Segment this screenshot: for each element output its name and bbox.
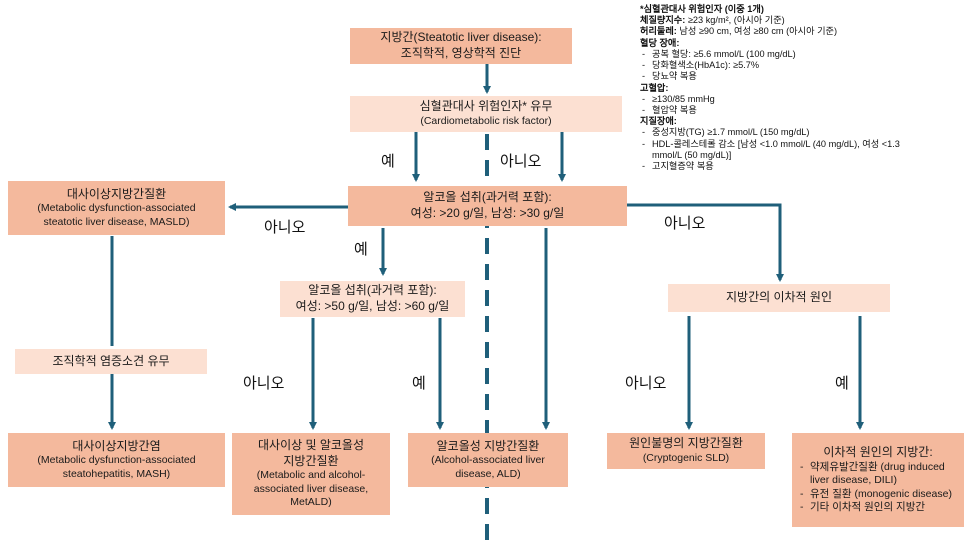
label-yes-alc1: 예 <box>354 240 368 258</box>
box-histologic-inflammation: 조직학적 염증소견 유무 <box>15 349 207 374</box>
box-text: steatotic liver disease, MASLD) <box>43 215 190 228</box>
box-masld: 대사이상지방간질환 (Metabolic dysfunction-associa… <box>8 181 225 235</box>
box-steatotic-liver-disease: 지방간(Steatotic liver disease): 조직학적, 영상학적… <box>350 28 572 64</box>
label-yes-cmrf: 예 <box>381 152 395 170</box>
box-text: disease, ALD) <box>455 467 521 480</box>
label-no-alc2: 아니오 <box>243 374 285 392</box>
box-text: 알코올 섭취(과거력 포함): <box>308 283 437 298</box>
box-text: (Cardiometabolic risk factor) <box>420 114 552 127</box>
box-mash: 대사이상지방간염 (Metabolic dysfunction-associat… <box>8 433 225 487</box>
criteria-waist-label: 허리둘레: <box>640 26 677 37</box>
box-text: 대사이상지방간질환 <box>66 186 167 201</box>
criteria-bp-item: ≥130/85 mmHg <box>640 94 975 105</box>
box-text: steatohepatitis, MASH) <box>62 467 171 480</box>
box-text: 대사이상 및 알코올성 <box>257 437 365 452</box>
criteria-lipid-item: HDL-콜레스테롤 감소 [남성 <1.0 mmol/L (40 mg/dL),… <box>640 139 975 150</box>
label-no-cmrf: 아니오 <box>500 152 542 170</box>
criteria-lipid-item-cont: mmol/L (50 mg/dL)] <box>652 149 732 160</box>
box-secondary-sld: 이차적 원인의 지방간: 약제유발간질환 (drug induced liver… <box>792 433 964 527</box>
box-metald: 대사이상 및 알코올성 지방간질환 (Metabolic and alcohol… <box>232 433 390 515</box>
criteria-bmi: 체질량지수: ≥23 kg/m², (아시아 기준) <box>640 15 975 26</box>
box-title: 이차적 원인의 지방간: <box>823 444 933 459</box>
box-text: (Alcohol-associated liver <box>431 454 545 467</box>
criteria-title: *심혈관대사 위험인자 (이중 1개) <box>640 4 764 14</box>
criteria-bp-label: 고혈압: <box>640 82 669 93</box>
label-yes-alc2: 예 <box>412 374 426 392</box>
box-text: (Cryptogenic SLD) <box>642 451 730 464</box>
box-text: 여성: >20 g/일, 남성: >30 g/일 <box>410 206 565 220</box>
box-text: 알코올 섭취(과거력 포함): <box>423 190 552 205</box>
list-item: 유전 질환 (monogenic disease) <box>798 488 958 502</box>
box-text: associated liver disease, <box>253 482 369 495</box>
box-text: 대사이상지방간염 <box>72 438 161 453</box>
box-cardiometabolic-risk: 심혈관대사 위험인자* 유무 (Cardiometabolic risk fac… <box>350 96 622 132</box>
criteria-bp-item: 혈압약 복용 <box>640 105 975 116</box>
risk-factor-criteria: *심혈관대사 위험인자 (이중 1개) 체질량지수: ≥23 kg/m², (아… <box>640 4 975 173</box>
list-item: 기타 이차적 원인의 지방간 <box>798 501 958 515</box>
box-text: 조직학적 염증소견 유무 <box>52 353 170 368</box>
label-no-masld: 아니오 <box>264 218 306 236</box>
criteria-glucose-item: 당화혈색소(HbA1c): ≥5.7% <box>640 60 975 71</box>
box-text: 원인불명의 지방간질환 <box>629 436 743 451</box>
criteria-lipid-item: 중성지방(TG) ≥1.7 mmol/L (150 mg/dL) <box>640 127 975 138</box>
list-item: 약제유발간질환 (drug induced liver disease, DIL… <box>798 461 958 488</box>
label-yes-secondary: 예 <box>835 374 849 392</box>
box-text: (Metabolic dysfunction-associated <box>37 202 196 215</box>
criteria-bmi-label: 체질량지수: <box>640 15 686 26</box>
box-text: 지방간질환 <box>283 453 339 468</box>
arrow-alc1-secondary <box>627 203 784 282</box>
criteria-glucose-item: 당뇨약 복용 <box>640 71 975 82</box>
criteria-lipid-item: 고지혈증약 복용 <box>640 161 975 172</box>
box-text: 여성: >50 g/일, 남성: >60 g/일 <box>295 299 450 313</box>
box-text: (Metabolic and alcohol- <box>256 469 366 482</box>
label-no-crypto: 아니오 <box>625 374 667 392</box>
box-text: MetALD) <box>290 496 332 509</box>
criteria-glucose-label: 혈당 장애: <box>640 37 680 48</box>
criteria-glucose-item: 공복 혈당: ≥5.6 mmol/L (100 mg/dL) <box>640 49 975 60</box>
box-text: (Metabolic dysfunction-associated <box>37 454 196 467</box>
label-no-secondary: 아니오 <box>664 214 706 232</box>
box-alcohol-intake-2: 알코올 섭취(과거력 포함): 여성: >50 g/일, 남성: >60 g/일 <box>280 281 465 317</box>
box-ald: 알코올성 지방간질환 (Alcohol-associated liver dis… <box>408 433 568 487</box>
box-cryptogenic-sld: 원인불명의 지방간질환 (Cryptogenic SLD) <box>607 433 765 469</box>
criteria-lipid-label: 지질장애: <box>640 116 677 127</box>
criteria-waist: 허리둘레: 남성 ≥90 cm, 여성 ≥80 cm (아시아 기준) <box>640 26 975 37</box>
box-text: 지방간의 이차적 원인 <box>725 290 833 305</box>
box-text: 조직학적, 영상학적 진단 <box>400 46 522 60</box>
box-alcohol-intake-1: 알코올 섭취(과거력 포함): 여성: >20 g/일, 남성: >30 g/일 <box>348 186 627 226</box>
box-text: 지방간(Steatotic liver disease): <box>380 30 542 45</box>
box-text: 알코올성 지방간질환 <box>436 438 540 453</box>
box-secondary-cause: 지방간의 이차적 원인 <box>668 284 890 312</box>
box-text: 심혈관대사 위험인자* 유무 <box>419 99 553 114</box>
criteria-bmi-value: ≥23 kg/m², (아시아 기준) <box>685 15 785 26</box>
criteria-waist-value: 남성 ≥90 cm, 여성 ≥80 cm (아시아 기준) <box>676 26 838 37</box>
